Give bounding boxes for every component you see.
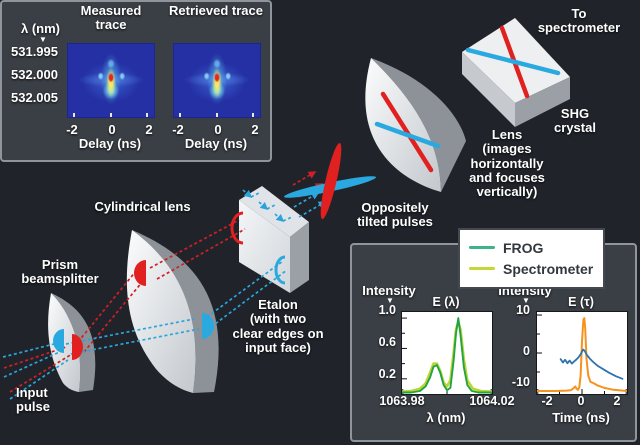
delay-tick: -2	[172, 122, 184, 137]
imaging-lens	[365, 58, 466, 192]
legend-item-frog: FROG	[469, 237, 594, 258]
beam-paths-blue	[2, 189, 327, 400]
x-tick: 2	[613, 394, 621, 408]
lambda-tick: 532.000	[11, 67, 58, 82]
y-tick: -10	[511, 375, 530, 389]
imaging-lens-label: Lens (images horizontally and focuses ve…	[469, 127, 545, 200]
y-tick: 0.6	[378, 335, 396, 349]
x-tick: 1064.02	[469, 394, 515, 408]
e-tau-plot-title: E (τ)	[568, 295, 594, 309]
lambda-tick: 532.005	[11, 90, 58, 105]
spectrometer-line-swatch	[469, 266, 495, 271]
oppositely-tilted-pulses-label: Oppositely tilted pulses	[357, 200, 433, 230]
pulse-markers	[53, 260, 214, 360]
delay-tick: 2	[145, 122, 153, 137]
e-lambda-plot-title: E (λ)	[432, 295, 460, 309]
measured-trace-title: Measured trace	[80, 3, 142, 33]
legend-label: FROG	[503, 239, 544, 256]
delay-tick: -2	[66, 122, 78, 137]
shg-crystal	[462, 18, 570, 127]
lambda-tick: 531.995	[11, 44, 58, 59]
cylindrical-lens	[126, 230, 219, 393]
intensity-axis-arrow-icon: ▼	[522, 296, 530, 305]
x-tick: 1063.98	[379, 394, 425, 408]
plot-legend: FROG Spectrometer	[458, 228, 605, 289]
prism-beamsplitter-label: Prism beamsplitter	[21, 257, 99, 287]
e-lambda-plot	[401, 311, 493, 395]
delay-tick: 0	[108, 122, 116, 137]
frog-line-swatch	[469, 245, 495, 250]
legend-label: Spectrometer	[503, 260, 594, 277]
shg-crystal-label: SHG crystal	[554, 106, 596, 136]
delay-axis-label: Delay (ns)	[78, 136, 142, 151]
etalon	[230, 186, 309, 293]
retrieved-trace-title: Retrieved trace	[169, 3, 263, 18]
y-tick: 10	[516, 303, 530, 317]
measured-trace-heatmap	[67, 43, 155, 118]
legend-item-spectrometer: Spectrometer	[469, 258, 594, 279]
etalon-label: Etalon (with two clear edges on input fa…	[232, 297, 324, 355]
to-spectrometer-label: To spectrometer	[537, 6, 621, 36]
x-tick: -2	[541, 394, 553, 408]
e-tau-plot	[536, 311, 628, 395]
retrieved-trace-heatmap	[173, 43, 261, 118]
input-pulse-label: Input pulse	[16, 385, 50, 415]
lambda-axis-arrow-icon: ▼	[39, 35, 47, 44]
lambda-axis-label: λ (nm)	[21, 21, 60, 36]
delay-tick: 0	[214, 122, 222, 137]
cylindrical-lens-label: Cylindrical lens	[94, 199, 191, 214]
y-tick: 0	[523, 344, 530, 358]
intensity-axis-arrow-icon: ▼	[386, 296, 394, 305]
oppositely-tilted-pulses	[284, 142, 376, 220]
x-axis-label: λ (nm)	[426, 410, 466, 425]
y-tick: 1.0	[378, 303, 396, 317]
x-axis-label: Time (ns)	[552, 410, 610, 425]
intensity-axis-label: Intensity	[362, 283, 416, 298]
delay-axis-label: Delay (ns)	[184, 136, 248, 151]
x-tick: 0	[577, 394, 585, 408]
y-tick: 0.2	[378, 367, 396, 381]
delay-tick: 2	[251, 122, 259, 137]
